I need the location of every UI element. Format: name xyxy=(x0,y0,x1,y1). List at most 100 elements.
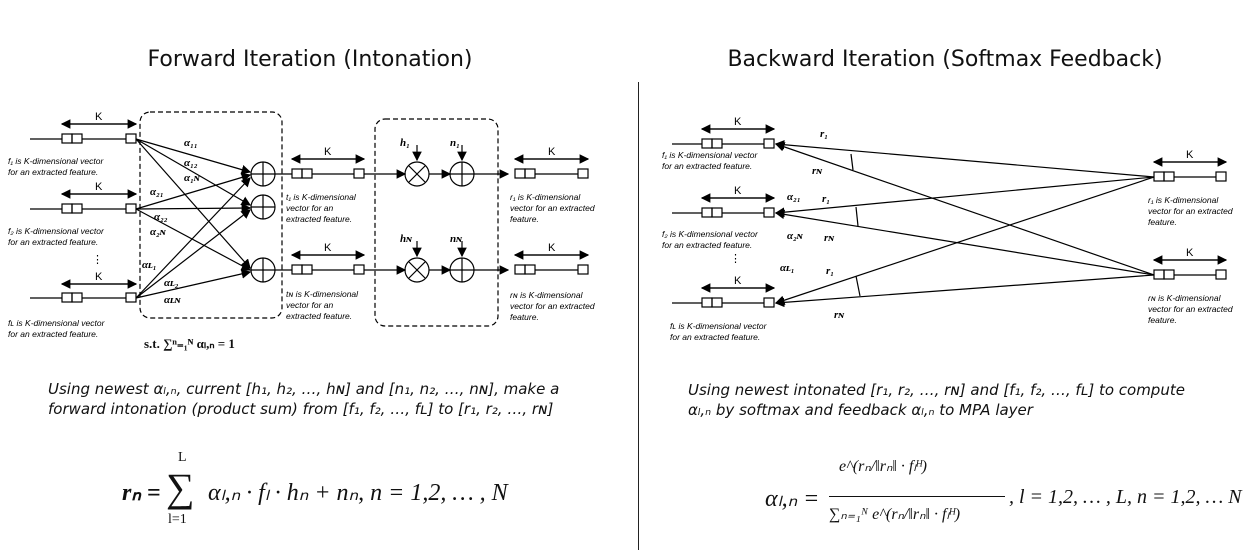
forward-title: Forward Iteration (Intonation) xyxy=(147,47,473,72)
backward-fl-caption-2: for an extracted feature. xyxy=(670,332,760,342)
alpha-l2: αʟ₂ xyxy=(164,277,179,289)
forward-r1-caption-3: feature. xyxy=(510,214,539,224)
backward-description-line-2: αₗ,ₙ by softmax and feedback αₗ,ₙ to MPA… xyxy=(688,401,1033,419)
forward-k-label-2: K xyxy=(95,181,103,193)
backward-eq-numerator: e^(rₙ/‖rₙ‖ · fₗᴴ) xyxy=(839,458,927,475)
forward-tn-caption-2: vector for an xyxy=(286,300,334,310)
backward-title: Backward Iteration (Softmax Feedback) xyxy=(727,47,1163,72)
forward-rn-caption-3: feature. xyxy=(510,312,539,322)
forward-tn-caption: tɴ is K-dimensional xyxy=(286,289,359,299)
backward-eq-fraction-bar xyxy=(829,496,1005,497)
forward-eq-sum-bottom: l=1 xyxy=(168,512,187,527)
backward-f1-caption: f₁ is K-dimensional vector xyxy=(662,150,758,160)
backward-f1-caption-2: for an extracted feature. xyxy=(662,161,752,171)
forward-rn-caption-2: vector for an extracted xyxy=(510,301,595,311)
backward-output-r1 xyxy=(1152,157,1228,182)
forward-description: Using newest αₗ,ₙ, current [h₁, h₂, …, h… xyxy=(48,379,559,419)
forward-eq-rhs: αₗ,ₙ · fₗ · hₙ + nₙ, n = 1,2, … , N xyxy=(208,480,508,506)
forward-input-f2 xyxy=(30,189,138,214)
forward-f1-caption-2: for an extracted feature. xyxy=(8,167,98,177)
forward-hn-box xyxy=(374,118,499,327)
backward-alpha-l1: αʟ₁ xyxy=(780,262,795,274)
forward-rn-caption: rɴ is K-dimensional xyxy=(510,290,584,300)
hn-label: hɴ xyxy=(400,233,413,245)
forward-vdots: ⋮ xyxy=(92,254,103,266)
forward-description-line-2: forward intonation (product sum) from [f… xyxy=(48,400,554,418)
backward-k-label-3: K xyxy=(734,275,742,287)
backward-rn-label-2: rɴ xyxy=(824,232,835,244)
forward-t1-caption: t₁ is K-dimensional xyxy=(286,192,357,202)
backward-fl-caption: fʟ is K-dimensional vector xyxy=(670,321,768,331)
backward-vdots: ⋮ xyxy=(730,253,741,265)
backward-k-label-r1: K xyxy=(1186,149,1194,161)
alpha-l1: αʟ₁ xyxy=(142,259,157,271)
forward-fl-caption: fʟ is K-dimensional vector xyxy=(8,318,106,328)
n1-label: n₁ xyxy=(450,137,460,149)
forward-k-label-rn: K xyxy=(548,242,556,254)
forward-f2-caption: f₂ is K-dimensional vector xyxy=(8,226,105,236)
forward-weight-lines xyxy=(135,138,252,299)
backward-feedback-lines xyxy=(774,139,1155,308)
forward-eq-sum-top: L xyxy=(178,450,187,465)
backward-eq-denominator: ∑ₙ₌₁ᴺ e^(rₙ/‖rₙ‖ · fₗᴴ) xyxy=(829,506,961,523)
forward-t1-caption-3: extracted feature. xyxy=(286,214,352,224)
backward-r1-label-1: r₁ xyxy=(820,128,828,140)
backward-r1-caption-2: vector for an extracted xyxy=(1148,206,1233,216)
forward-input-fl xyxy=(30,279,138,303)
forward-fl-caption-2: for an extracted feature. xyxy=(8,329,98,339)
forward-equation: rₙ = L ∑ l=1 αₗ,ₙ · fₗ · hₙ + nₙ, n = 1,… xyxy=(122,450,522,530)
alpha-11: α₁₁ xyxy=(184,137,198,149)
backward-output-rn xyxy=(1152,255,1228,280)
forward-r1-vector xyxy=(513,154,590,179)
alpha-21: α₂₁ xyxy=(150,186,164,198)
forward-tn-caption-3: extracted feature. xyxy=(286,311,352,321)
alpha-ln: αʟɴ xyxy=(164,294,182,306)
forward-k-label-1: K xyxy=(95,111,103,123)
forward-input-f1 xyxy=(30,119,138,144)
backward-alpha-2n: α₂ɴ xyxy=(787,230,804,242)
backward-eq-lhs: αₗ,ₙ = xyxy=(765,486,820,512)
backward-input-fl xyxy=(672,283,776,308)
alpha-22: α₂₂ xyxy=(154,211,168,223)
backward-k-label-rn: K xyxy=(1186,247,1194,259)
forward-adder-1 xyxy=(250,161,276,187)
backward-rn-caption: rɴ is K-dimensional xyxy=(1148,293,1222,303)
forward-k-label-t1: K xyxy=(324,146,332,158)
backward-r1-label-3: r₁ xyxy=(826,265,834,277)
forward-r1-caption-2: vector for an extracted xyxy=(510,203,595,213)
backward-f2-caption: f₂ is K-dimensional vector xyxy=(662,229,759,239)
backward-description-line-1: Using newest intonated [r₁, r₂, …, rɴ] a… xyxy=(688,381,1185,399)
nn-label: nɴ xyxy=(450,233,463,245)
forward-f1-caption: f₁ is K-dimensional vector xyxy=(8,156,104,166)
forward-k-label-r1: K xyxy=(548,146,556,158)
forward-eq-lhs: rₙ = xyxy=(122,480,161,506)
alpha-1n: α₁ɴ xyxy=(184,172,201,184)
panel-divider xyxy=(638,82,639,550)
alpha-12: α₁₂ xyxy=(184,157,198,169)
forward-constraint: s.t. ∑ⁿ₌₁ᴺ αₗ,ₙ = 1 xyxy=(144,336,235,351)
forward-eq-sigma: ∑ xyxy=(166,465,195,510)
forward-t1-caption-2: vector for an xyxy=(286,203,334,213)
forward-k-label-tn: K xyxy=(324,242,332,254)
backward-input-f2 xyxy=(672,193,776,218)
backward-rn-label-3: rɴ xyxy=(834,309,845,321)
forward-t1-vector xyxy=(275,154,366,179)
backward-rn-caption-3: feature. xyxy=(1148,315,1177,325)
forward-mult-n xyxy=(364,241,510,283)
forward-k-label-3: K xyxy=(95,271,103,283)
backward-r1-caption-3: feature. xyxy=(1148,217,1177,227)
backward-eq-rhs: , l = 1,2, … , L, n = 1,2, … N xyxy=(1009,486,1242,508)
forward-description-line-1: Using newest αₗ,ₙ, current [h₁, h₂, …, h… xyxy=(48,380,560,398)
forward-rn-vector xyxy=(513,250,590,275)
forward-adder-2 xyxy=(250,194,276,220)
backward-rn-label-1: rɴ xyxy=(812,165,823,177)
forward-tn-vector xyxy=(275,250,366,275)
backward-r1-caption: r₁ is K-dimensional xyxy=(1148,195,1219,205)
h1-label: h₁ xyxy=(400,137,410,149)
forward-r1-caption: r₁ is K-dimensional xyxy=(510,192,581,202)
alpha-2n: α₂ɴ xyxy=(150,226,167,238)
backward-k-label-2: K xyxy=(734,185,742,197)
backward-alpha-21: α₂₁ xyxy=(787,191,801,203)
backward-rn-caption-2: vector for an extracted xyxy=(1148,304,1233,314)
